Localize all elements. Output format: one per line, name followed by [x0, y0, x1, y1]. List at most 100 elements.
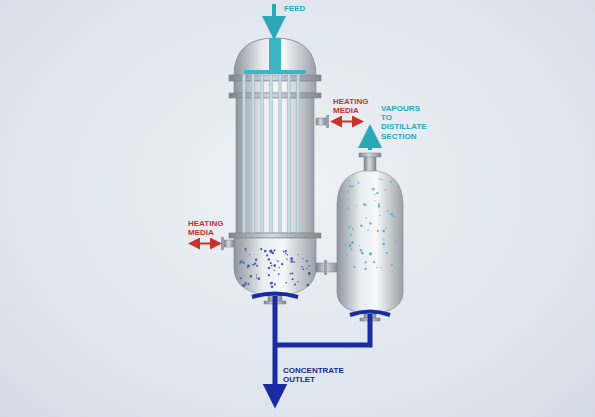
bubble: [390, 181, 392, 183]
bubble: [359, 245, 360, 246]
bubble: [301, 266, 303, 268]
bubble: [386, 252, 388, 254]
bubble: [350, 225, 352, 227]
bubble: [293, 261, 295, 263]
bubble: [287, 254, 289, 256]
heating-media-label: HEATING MEDIA: [333, 97, 368, 115]
bubble: [247, 264, 250, 267]
tube: [252, 74, 255, 234]
bubble: [376, 192, 378, 194]
bubble: [302, 258, 303, 259]
bubble: [270, 262, 272, 264]
bubble: [374, 194, 375, 195]
tube: [270, 74, 273, 234]
bubble: [292, 278, 294, 280]
bubble: [378, 203, 380, 205]
bubble: [274, 249, 276, 251]
bubble: [365, 268, 367, 270]
bubble: [385, 228, 387, 230]
bubble: [298, 254, 299, 255]
bubble: [382, 179, 383, 180]
bubble: [376, 267, 377, 268]
bubble: [360, 225, 363, 228]
bubble: [268, 274, 270, 276]
bubble: [348, 227, 350, 229]
bubble: [285, 282, 287, 284]
bubble: [349, 226, 351, 228]
bubble: [271, 282, 273, 284]
bubble: [258, 277, 261, 280]
bubble: [391, 213, 393, 215]
bubble: [281, 263, 283, 265]
bubble: [307, 284, 310, 287]
bubble: [239, 261, 241, 263]
bubble: [390, 213, 393, 216]
tube: [243, 74, 246, 234]
bubble: [345, 244, 347, 246]
tube: [288, 74, 291, 234]
bubble: [285, 250, 287, 252]
connecting-pipe: [316, 260, 338, 275]
bubble: [260, 248, 262, 250]
concentrate-pipe: [252, 294, 390, 397]
bubble: [351, 241, 354, 244]
bubble: [367, 229, 369, 231]
bubble: [243, 262, 245, 264]
bubble: [283, 251, 285, 253]
bubble: [290, 260, 293, 263]
bubble: [285, 253, 287, 255]
heating-arrow: [194, 243, 216, 245]
heating-arrow: [336, 121, 358, 123]
vapour-label: VAPOURS TO DISTILLATE SECTION: [381, 104, 427, 141]
bubble: [373, 261, 375, 263]
bubble: [256, 277, 257, 278]
bubble: [308, 265, 310, 267]
bubble: [346, 254, 348, 256]
bubble: [250, 275, 252, 277]
bubble: [279, 267, 280, 268]
tube: [279, 74, 282, 234]
bubble: [363, 203, 366, 206]
bubble: [278, 273, 280, 275]
bubble: [256, 265, 258, 267]
bubble: [358, 182, 360, 184]
bubble: [278, 261, 279, 262]
bubble: [385, 189, 386, 190]
bubble: [307, 268, 308, 269]
bubble: [245, 248, 247, 250]
bubble: [242, 284, 245, 287]
bubble: [349, 185, 352, 188]
bubble: [274, 283, 276, 285]
bubble: [309, 274, 310, 275]
bubble: [350, 234, 352, 236]
bubble: [393, 215, 395, 217]
bubble: [348, 191, 350, 193]
bubble: [306, 260, 308, 262]
bubble: [268, 267, 270, 269]
bubble: [291, 273, 293, 275]
bubble: [349, 180, 351, 182]
bubble: [245, 250, 246, 251]
bubble: [303, 268, 305, 270]
bubble: [273, 250, 275, 252]
bubble: [383, 239, 384, 240]
bubble: [294, 284, 296, 286]
bubble: [366, 217, 367, 218]
bubble: [256, 274, 257, 275]
bubble: [290, 257, 293, 260]
bubble: [308, 272, 311, 275]
bubble: [273, 264, 276, 267]
bubble: [353, 266, 355, 268]
bubble: [382, 230, 385, 233]
bubble: [298, 281, 299, 282]
evaporator-vessel: [221, 38, 329, 304]
bubble: [350, 248, 352, 250]
separator-vessel: [337, 153, 403, 321]
bubble: [349, 244, 351, 246]
tube: [261, 74, 264, 234]
bubble: [244, 282, 246, 284]
bubble: [379, 178, 381, 180]
feed-pipe: [244, 4, 306, 74]
bubble: [378, 205, 380, 207]
